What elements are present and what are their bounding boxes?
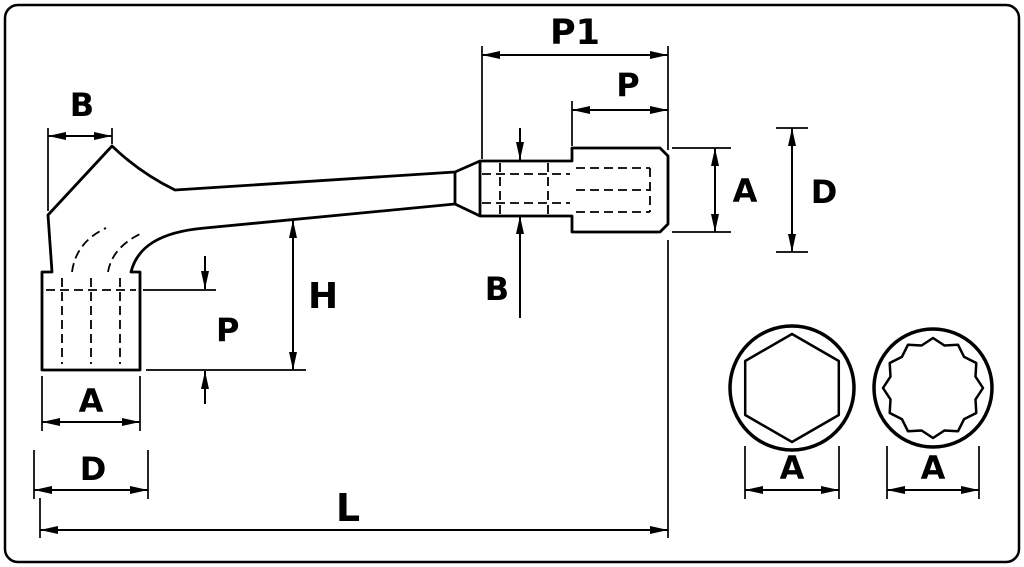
dim-p-right: P — [571, 66, 668, 146]
frame-border — [3, 3, 1021, 564]
dim-label-d-bottom: D — [80, 450, 107, 488]
end-view-hex-socket: A — [728, 324, 856, 499]
wrench-body — [40, 144, 670, 372]
dim-b-top-left: B — [47, 86, 113, 211]
wrench-outline — [40, 144, 670, 372]
dim-h: H — [146, 220, 338, 371]
dim-a-bottom-left: A — [41, 376, 141, 431]
dim-p1: P1 — [481, 13, 669, 159]
dim-d-bottom-left: D — [33, 450, 149, 499]
dim-label-a-hex: A — [780, 449, 805, 487]
hex-socket-profile — [743, 332, 841, 444]
dim-label-l: L — [336, 486, 360, 530]
dim-label-p-left: P — [216, 311, 239, 349]
double-hex-outer-circle — [872, 327, 994, 449]
dim-label-h: H — [308, 276, 338, 317]
dim-label-b-middle: B — [485, 270, 509, 308]
end-view-double-hex-socket: A — [872, 327, 994, 499]
dim-label-a-double-hex: A — [921, 449, 946, 487]
dim-d-right: D — [776, 127, 838, 253]
dim-p-left: P — [143, 256, 239, 404]
dim-l: L — [39, 240, 669, 538]
dim-label-d-right: D — [811, 173, 838, 211]
dim-b-middle: B — [485, 128, 524, 318]
double-hex-profile — [881, 336, 985, 440]
dim-label-a-right: A — [733, 172, 758, 210]
dim-label-p1: P1 — [550, 13, 600, 53]
dim-a-right: A — [672, 147, 758, 233]
hex-socket-outer-circle — [728, 324, 856, 452]
dim-label-p-right: P — [616, 66, 639, 104]
hidden-lines — [46, 163, 651, 364]
dim-label-b-top: B — [70, 86, 94, 124]
dim-label-a-bottom: A — [79, 382, 104, 420]
